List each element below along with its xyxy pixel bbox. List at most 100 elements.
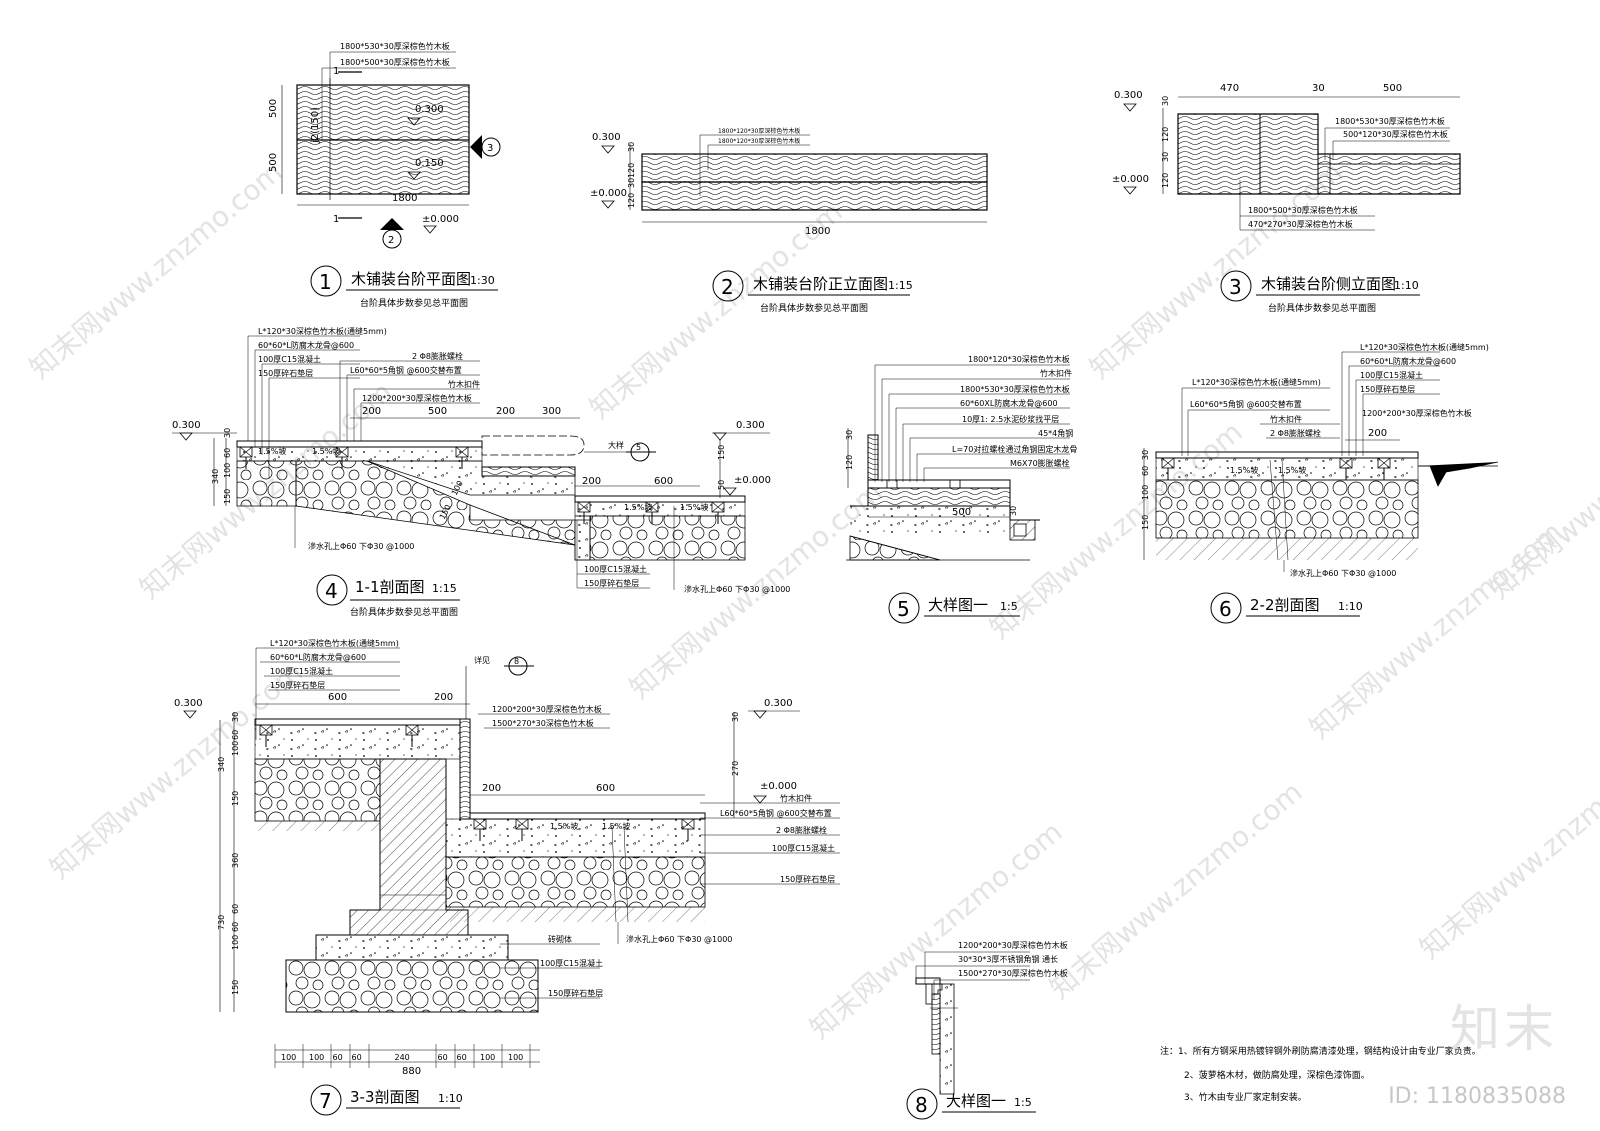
drawing-3-side-elevation: 470 30 500 30 120 30 120 0.300 ±0.000 18… <box>1112 83 1461 314</box>
d7-right-4: 150厚碎石垫层 <box>780 874 835 884</box>
d4-title: 1-1剖面图 <box>355 578 425 596</box>
d3-label-3: 470*270*30厚深棕色竹木板 <box>1248 219 1353 229</box>
d6-label-6: 竹木扣件 <box>1270 414 1302 424</box>
d8-title: 大样图一 <box>946 1092 1006 1110</box>
d4-slope-2: 1.5%坡 <box>624 502 652 512</box>
d1-dim-w: 1800 <box>392 193 417 204</box>
d6-label-1: 60*60*L防腐木龙骨@600 <box>1360 356 1456 366</box>
d7-dim-top-0: 600 <box>328 692 347 703</box>
drawing-5-detail: 1800*120*30深棕色竹木板 竹木扣件 1800*530*30厚深棕色竹木… <box>845 354 1077 624</box>
watermark-text: 知末网www.znzmo.com <box>1413 735 1600 965</box>
d7-dim-top-1: 200 <box>434 692 453 703</box>
d5-label-5: 45*4角钢 <box>1038 428 1073 438</box>
d6-label-4: L*120*30深棕色竹木板(通缝5mm) <box>1192 377 1321 387</box>
d4-dim-v3: 150 <box>223 489 232 504</box>
d8-label-0: 1200*200*30厚深棕色竹木板 <box>958 940 1068 950</box>
d1-ref-2: 2 <box>388 235 394 246</box>
d1-scale: 1:30 <box>470 274 495 287</box>
d4-bottom-0: 滲水孔上Φ60 下Φ30 @1000 <box>308 541 414 551</box>
d5-dim-v1: 120 <box>845 455 854 470</box>
d4-dim-top-2: 200 <box>496 406 515 417</box>
d1-cut-bottom: 1 <box>333 214 339 225</box>
d5-title: 大样图一 <box>928 596 988 614</box>
d7-dim-bottom: 100 <box>508 1053 523 1062</box>
d5-label-0: 1800*120*30深棕色竹木板 <box>968 354 1070 364</box>
d7-dim-v: 60 <box>231 922 240 932</box>
d3-title: 木铺装台阶侧立面图 <box>1261 275 1396 293</box>
d4-level-2: ±0.000 <box>734 475 771 486</box>
note-2: 3、竹木由专业厂家定制安装。 <box>1184 1091 1307 1103</box>
d2-subtitle: 台阶具体步数参见总平面图 <box>760 302 868 314</box>
d7-scale: 1:10 <box>438 1092 463 1105</box>
d6-label-2: 100厚C15混凝土 <box>1360 370 1423 380</box>
d4-dim-mid-1: 600 <box>654 476 673 487</box>
d4-detail-label: 大样 <box>608 440 624 450</box>
d4-dim-top-3: 300 <box>542 406 561 417</box>
d4-label-7: 1200*200*30厚深棕色竹木板 <box>362 393 472 403</box>
watermark-text: 知末网www.znzmo.com <box>23 155 288 385</box>
d7-label-4: 1200*200*30厚深棕色竹木板 <box>492 704 602 714</box>
d1-ref-3: 3 <box>487 143 493 154</box>
d4-dim-r0: 150 <box>717 445 726 460</box>
d4-dim-v2: 100 <box>223 463 232 478</box>
d5-scale: 1:5 <box>1000 600 1018 613</box>
d7-label-2: 100厚C15混凝土 <box>270 666 333 676</box>
d7-right-1: L60*60*5角钢 @600交替布置 <box>720 808 832 818</box>
d3-dim-v1: 120 <box>1161 127 1170 142</box>
d7-dim-v: 340 <box>217 757 226 772</box>
d2-dim-v3: 120 <box>627 193 636 208</box>
d1-title: 木铺装台阶平面图 <box>351 270 471 288</box>
d1-number: 1 <box>319 270 332 294</box>
d1-level-2: ±0.000 <box>422 214 459 225</box>
d4-label-3: 150厚碎石垫层 <box>258 368 313 378</box>
d6-bottom: 滲水孔上Φ60 下Φ30 @1000 <box>1290 568 1396 578</box>
d7-detail-num: 8 <box>514 657 519 666</box>
d7-dim-v: 60 <box>231 904 240 914</box>
id-label: ID: 1180835088 <box>1388 1084 1566 1109</box>
d5-label-1: 竹木扣件 <box>1040 368 1072 378</box>
d7-dim-mid-1: 600 <box>596 783 615 794</box>
d5-label-2: 1800*530*30厚深棕色竹木板 <box>960 384 1070 394</box>
d2-level-1: ±0.000 <box>590 188 627 199</box>
d1-cut-top: 1 <box>333 66 339 77</box>
d7-slope-0: 1.5%坡 <box>550 821 578 831</box>
d1-label-1: 1800*500*30厚深棕色竹木板 <box>340 57 450 67</box>
d7-dim-r0: 30 <box>731 712 740 722</box>
d5-dim-w: 500 <box>952 507 971 518</box>
d7-dim-bottom: 100 <box>309 1053 324 1062</box>
d7-label-0: L*120*30深棕色竹木板(通缝5mm) <box>270 638 399 648</box>
d7-dim-v: 100 <box>231 741 240 756</box>
d3-dim-top-0: 470 <box>1220 83 1239 94</box>
d4-level-0: 0.300 <box>172 420 201 431</box>
d7-dim-mid-0: 200 <box>482 783 501 794</box>
d7-dim-bottom: 100 <box>480 1053 495 1062</box>
d7-dim-v: 30 <box>231 712 240 722</box>
d1-dim-h1: 500 <box>268 99 279 118</box>
d4-slope-3: 1.5%坡 <box>680 502 708 512</box>
d3-level-0: 0.300 <box>1114 90 1143 101</box>
d2-dim-v1: 120 <box>627 163 636 178</box>
d7-title: 3-3剖面图 <box>350 1088 420 1106</box>
general-notes: 注：1、所有方钢采用热镀锌钢外刷防腐清漆处理，钢结构设计由专业厂家负责。 2、菠… <box>1160 1045 1481 1103</box>
d7-dim-v: 150 <box>231 980 240 995</box>
d4-scale: 1:15 <box>432 582 457 595</box>
d7-level-0: 0.300 <box>174 698 203 709</box>
d6-dim-v2: 100 <box>1141 485 1150 500</box>
d4-label-5: L60*60*5角钢 @600交替布置 <box>350 365 462 375</box>
d7-label-3: 150厚碎石垫层 <box>270 680 325 690</box>
d7-mid-1: 滲水孔上Φ60 下Φ30 @1000 <box>626 934 732 944</box>
d3-scale: 1:10 <box>1394 279 1419 292</box>
d2-dim-w: 1800 <box>805 226 830 237</box>
d3-dim-top-2: 500 <box>1383 83 1402 94</box>
d5-dim-r: 30 <box>1009 506 1018 516</box>
d6-label-8: 1200*200*30厚深棕色竹木板 <box>1362 408 1472 418</box>
d6-label-3: 150厚碎石垫层 <box>1360 384 1415 394</box>
d5-label-4: 10厚1: 2.5水泥砂浆找平层 <box>962 414 1059 424</box>
d2-label-1: 1800*120*30厚深棕色竹木板 <box>718 137 800 145</box>
d6-scale: 1:10 <box>1338 600 1363 613</box>
d7-dim-bottom: 240 <box>395 1053 410 1062</box>
d5-number: 5 <box>897 597 910 621</box>
d4-bottom-2: 150厚碎石垫层 <box>584 578 639 588</box>
d7-label-5: 1500*270*30深棕色竹木板 <box>492 718 594 728</box>
